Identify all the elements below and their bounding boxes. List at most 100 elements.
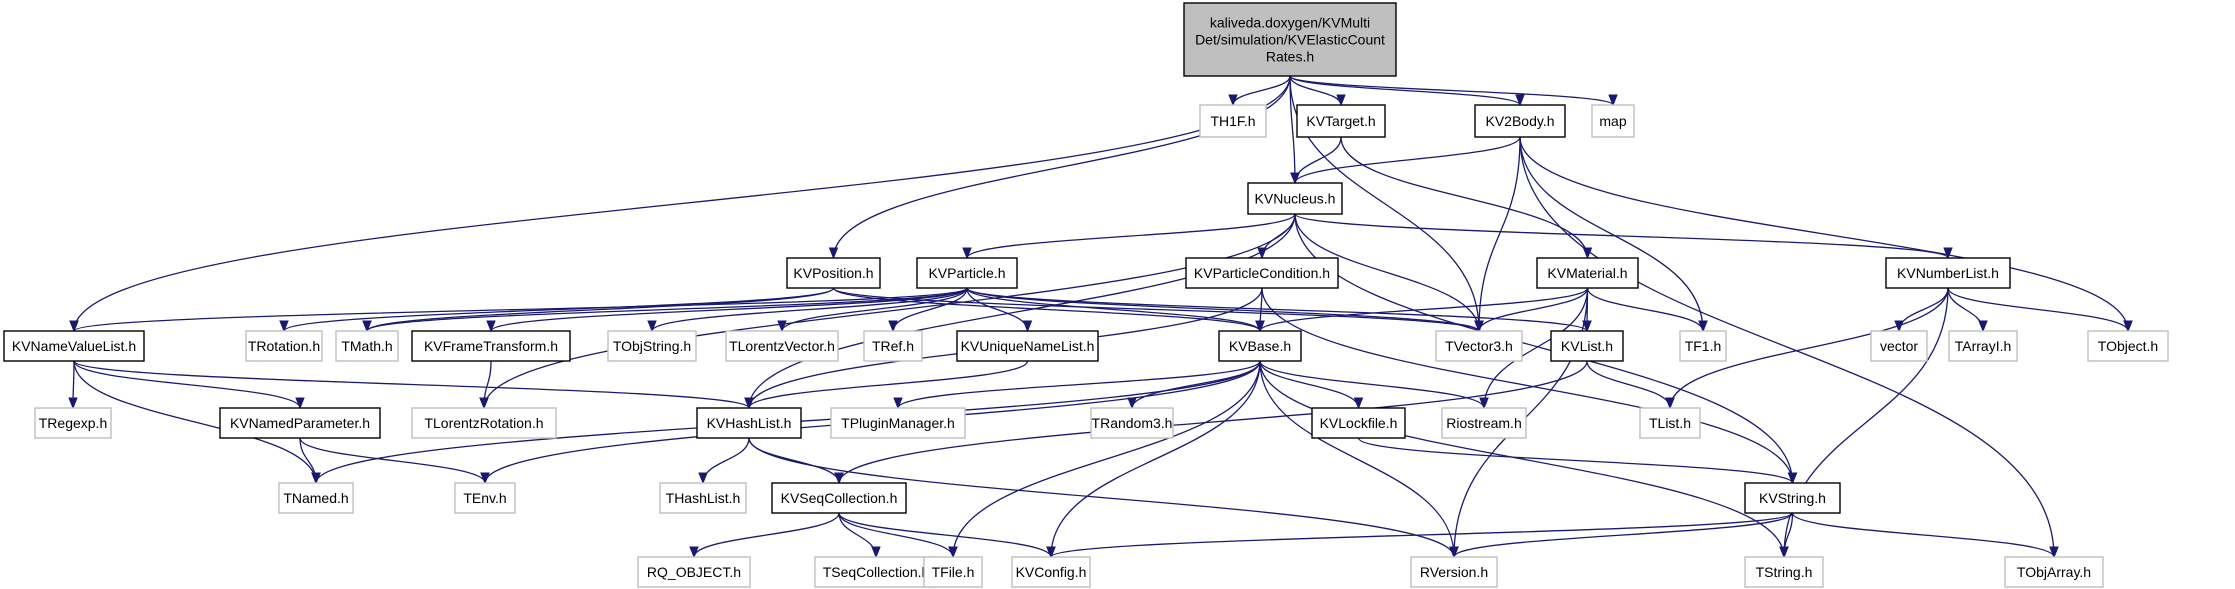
edge-KVString-KVConfig: [1050, 512, 1794, 558]
node-tref: TRef.h: [863, 330, 923, 362]
node-box: [830, 407, 966, 439]
arrowhead-root-KV2Body: [1515, 94, 1525, 107]
edge-KVNumberList-TString: [1783, 287, 1949, 558]
node-label: KVPosition.h: [793, 265, 873, 281]
arrowhead-KVNameValueList-TRegexp: [68, 397, 78, 410]
arrowhead-KV2Body-KVNucleus: [1290, 172, 1300, 185]
edge-KVList-TList: [1586, 360, 1671, 409]
node-th1f: TH1F.h: [1199, 104, 1267, 138]
node-label: TArrayI.h: [1955, 338, 2012, 354]
node-box: [219, 407, 381, 439]
edge-KVParticle-KVFrameTransform: [490, 287, 968, 332]
arrowhead-KVNamedParameter-TNamed: [311, 472, 321, 485]
arrowhead-root-TH1F: [1228, 94, 1238, 107]
edge-KVString-RVersion: [1453, 512, 1794, 558]
node-label: TString.h: [1756, 564, 1813, 580]
node-kv2body[interactable]: KV2Body.h: [1474, 104, 1566, 138]
node-kvposition[interactable]: KVPosition.h: [786, 257, 881, 289]
edge-KVParticle-TMath: [366, 287, 968, 332]
node-box: [34, 407, 112, 439]
node-kvnamevaluelist[interactable]: KVNameValueList.h: [3, 330, 145, 362]
node-kvseqcollection[interactable]: KVSeqCollection.h: [771, 482, 907, 514]
edge-KVNumberList-TList: [1669, 287, 1949, 409]
arrowhead-KVBase-KVLockfile: [1353, 397, 1364, 410]
edge-KVSeqCollection-TFile: [838, 512, 954, 558]
node-kvbase[interactable]: KVBase.h: [1218, 330, 1302, 362]
node-root[interactable]: kaliveda.doxygen/KVMultiDet/simulation/K…: [1183, 2, 1397, 77]
edge-KVList-KVSeqCollection: [838, 360, 1588, 484]
edge-KVPosition-TMath: [366, 287, 835, 332]
node-label: THashList.h: [666, 490, 741, 506]
arrowhead-KVMaterial-KVList: [1582, 320, 1592, 333]
node-kvlist[interactable]: KVList.h: [1550, 330, 1624, 362]
node-kvstring[interactable]: KVString.h: [1744, 482, 1841, 514]
node-box: [923, 556, 983, 588]
node-label: TVector3.h: [1445, 338, 1513, 354]
node-box: [786, 257, 881, 289]
node-label: TMath.h: [341, 338, 392, 354]
arrowhead-KVString-TObjArray: [2049, 546, 2059, 559]
node-tfile: TFile.h: [923, 556, 983, 588]
node-label: RQ_OBJECT.h: [647, 564, 741, 580]
node-kvuniquenamelist[interactable]: KVUniqueNameList.h: [956, 330, 1099, 362]
node-box: [1247, 182, 1343, 215]
node-box: [1591, 104, 1635, 138]
node-kvlockfile[interactable]: KVLockfile.h: [1311, 407, 1406, 439]
edge-KVBase-RVersion: [1259, 360, 1455, 558]
node-kvframetransform[interactable]: KVFrameTransform.h: [411, 330, 571, 362]
node-box: [335, 330, 399, 362]
node-label: KVParticleCondition.h: [1194, 265, 1330, 281]
node-box: [1296, 104, 1386, 138]
arrowhead-KVString-RVersion: [1449, 546, 1459, 559]
node-kvnucleus[interactable]: KVNucleus.h: [1247, 182, 1343, 215]
edge-KVSeqCollection-TSeqCollection: [838, 512, 877, 558]
node-label: TRotation.h: [248, 338, 320, 354]
arrowhead-KVMaterial-KVBase: [1255, 320, 1265, 333]
edge-KVBase-KVConfig: [1050, 360, 1261, 558]
node-kvnumberlist[interactable]: KVNumberList.h: [1885, 257, 2011, 289]
node-label: Det/simulation/KVElasticCount: [1195, 32, 1385, 48]
node-label: KV2Body.h: [1485, 113, 1554, 129]
node-label: KVTarget.h: [1306, 113, 1375, 129]
node-label: TLorentzVector.h: [729, 338, 835, 354]
arrowhead-KVParticle-KVNameValueList: [69, 320, 79, 333]
node-trandom3: TRandom3.h: [1090, 407, 1174, 439]
node-box: [1435, 330, 1523, 362]
node-label: KVFrameTransform.h: [424, 338, 558, 354]
node-box: [1410, 556, 1498, 588]
node-label: KVConfig.h: [1016, 564, 1087, 580]
edge-KVNucleus-TVector3: [1294, 213, 1480, 332]
node-label: vector: [1880, 338, 1918, 354]
node-box: [1744, 482, 1841, 514]
node-kvparticle[interactable]: KVParticle.h: [916, 257, 1018, 289]
node-kvparticlecondition[interactable]: KVParticleCondition.h: [1185, 257, 1339, 289]
edge-root-TH1F: [1232, 75, 1291, 106]
node-kvnamedparameter[interactable]: KVNamedParameter.h: [219, 407, 381, 439]
edge-KVNameValueList-KVHashList: [73, 360, 750, 409]
arrowhead-KVNumberList-TObject: [2123, 320, 2133, 333]
node-box: [454, 482, 516, 514]
node-box: [1199, 104, 1267, 138]
node-kvhashlist[interactable]: KVHashList.h: [696, 407, 802, 439]
node-tenv: TEnv.h: [454, 482, 516, 514]
node-label: TRegexp.h: [39, 415, 107, 431]
edge-KVSeqCollection-RQ_OBJECT: [693, 512, 840, 558]
node-rversion: RVersion.h: [1410, 556, 1498, 588]
arrowhead-root-KVPosition: [828, 247, 839, 260]
edge-KVUniqueNameList-KVHashList: [748, 360, 1029, 409]
node-box: [278, 482, 354, 514]
node-label: KVSeqCollection.h: [781, 490, 898, 506]
arrowhead-KVParticle-TObjString: [647, 320, 657, 333]
node-tarrayi: TArrayI.h: [1948, 330, 2018, 362]
edge-KV2Body-TVector3: [1478, 136, 1521, 332]
node-label: KVHashList.h: [707, 415, 792, 431]
node-kvtarget[interactable]: KVTarget.h: [1296, 104, 1386, 138]
node-box: [1679, 330, 1727, 362]
edge-KVNucleus-KVParticle: [966, 213, 1296, 259]
edge-KVSeqCollection-KVConfig: [838, 512, 1052, 558]
arrowhead-KVSeqCollection-RQ_OBJECT: [689, 546, 699, 559]
node-label: TSeqCollection.h: [823, 564, 930, 580]
node-box: [1550, 330, 1624, 362]
node-kvmaterial[interactable]: KVMaterial.h: [1536, 257, 1639, 289]
node-label: KVParticle.h: [928, 265, 1005, 281]
